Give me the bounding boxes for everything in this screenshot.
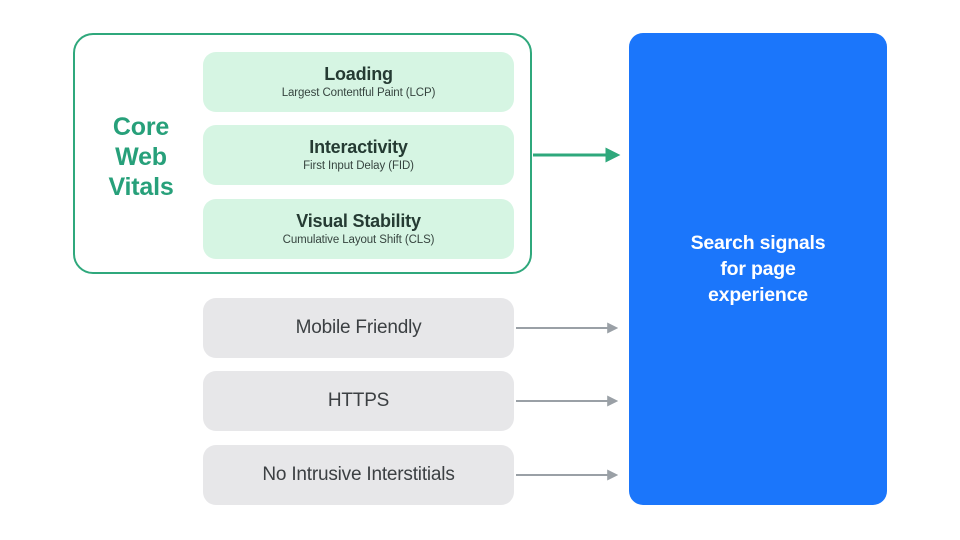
core-web-vitals-label-line-3: Vitals (108, 173, 174, 201)
signal-card-https[interactable]: HTTPS (203, 371, 514, 431)
core-web-vitals-label-line-2: Web (115, 143, 167, 171)
signal-label: HTTPS (327, 390, 390, 411)
signal-label: Mobile Friendly (295, 317, 422, 338)
signal-card-mobile-friendly[interactable]: Mobile Friendly (203, 298, 514, 358)
metric-subtitle: Largest Contentful Paint (LCP) (281, 86, 436, 99)
metric-subtitle: First Input Delay (FID) (303, 159, 414, 172)
metric-subtitle: Cumulative Layout Shift (CLS) (282, 233, 435, 246)
search-signals-label: Search signals for page experience (690, 232, 826, 306)
core-web-vitals-label-line-1: Core (112, 113, 170, 141)
metric-card-loading[interactable]: Loading Largest Contentful Paint (LCP) (203, 52, 514, 112)
metric-title: Loading (324, 63, 393, 84)
signal-label: No Intrusive Interstitials (262, 464, 455, 485)
metric-card-visual-stability[interactable]: Visual Stability Cumulative Layout Shift… (203, 199, 514, 259)
signal-card-no-intrusive-interstitials[interactable]: No Intrusive Interstitials (203, 445, 514, 505)
metric-title: Interactivity (309, 136, 408, 157)
metric-card-interactivity[interactable]: Interactivity First Input Delay (FID) (203, 125, 514, 185)
core-web-vitals-label: Core Web Vitals (82, 112, 200, 202)
metric-title: Visual Stability (296, 210, 421, 231)
core-web-vitals-group (73, 33, 532, 274)
search-signals-panel[interactable]: Search signals for page experience (629, 33, 887, 505)
